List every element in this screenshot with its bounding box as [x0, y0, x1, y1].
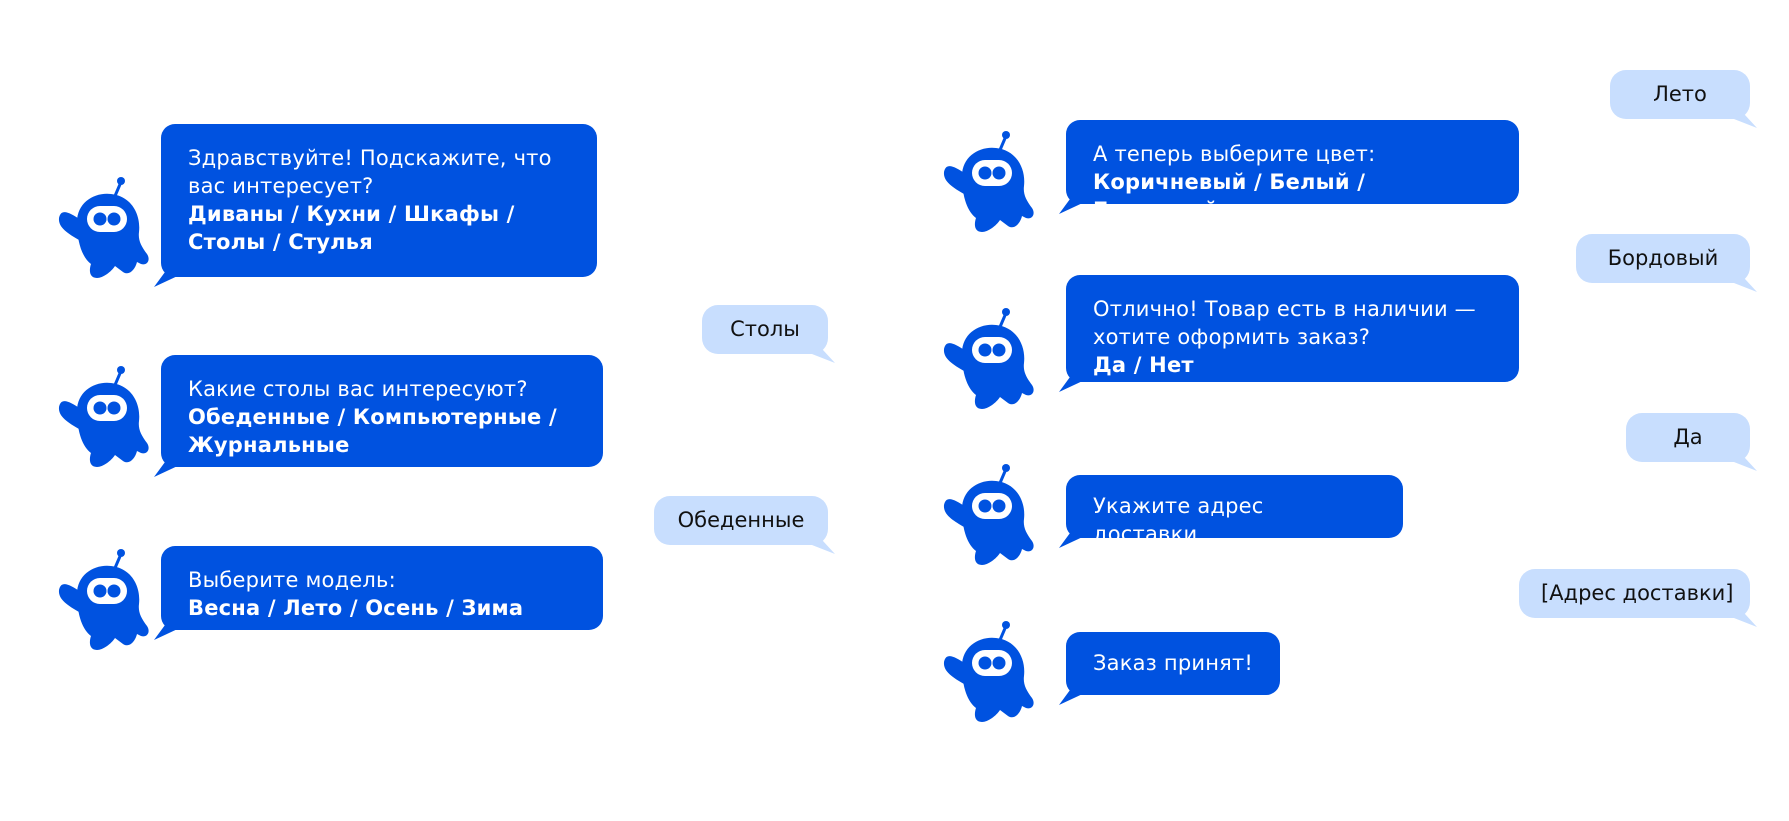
- bot-question: Заказ принят!: [1093, 651, 1254, 675]
- bot-message-5: Отлично! Товар есть в наличии — хотите о…: [1066, 275, 1519, 382]
- robot-mascot-icon: [55, 546, 155, 656]
- robot-mascot-icon: [940, 461, 1040, 571]
- user-reply-1: Столы: [702, 305, 828, 354]
- bot-message-6: Укажите адрес доставки.: [1066, 475, 1403, 546]
- bot-options[interactable]: Да / Нет: [1093, 353, 1194, 377]
- bot-question: А теперь выберите цвет:: [1093, 142, 1376, 166]
- user-reply-5: Да: [1626, 413, 1750, 462]
- robot-mascot-icon: [55, 363, 155, 473]
- user-reply-3: Лето: [1610, 70, 1750, 119]
- bot-question: Какие столы вас интересуют?: [188, 377, 528, 401]
- user-reply-4: Бордовый: [1576, 234, 1750, 283]
- bot-message-2: Какие столы вас интересуют? Обеденные / …: [161, 355, 603, 467]
- bot-question: Здравствуйте! Подскажите, что вас интере…: [188, 146, 552, 198]
- user-reply-2: Обеденные: [654, 496, 828, 545]
- robot-mascot-icon: [940, 618, 1040, 728]
- bot-options[interactable]: Обеденные / Компьютерные / Журнальные: [188, 405, 557, 457]
- bot-question: Укажите адрес доставки.: [1093, 494, 1264, 546]
- bot-message-3: Выберите модель: Весна / Лето / Осень / …: [161, 546, 603, 630]
- bot-options[interactable]: Весна / Лето / Осень / Зима: [188, 596, 524, 620]
- robot-mascot-icon: [940, 305, 1040, 415]
- bot-question: Выберите модель:: [188, 568, 396, 592]
- bot-options[interactable]: Диваны / Кухни / Шкафы / Столы / Стулья: [188, 202, 515, 254]
- bot-question: Отлично! Товар есть в наличии — хотите о…: [1093, 297, 1476, 349]
- bot-message-7: Заказ принят!: [1066, 632, 1280, 695]
- robot-mascot-icon: [55, 174, 155, 284]
- bot-options[interactable]: Коричневый / Белый / Бордовый: [1093, 170, 1366, 222]
- bot-message-1: Здравствуйте! Подскажите, что вас интере…: [161, 124, 597, 277]
- user-reply-6: [Адрес доставки]: [1519, 569, 1750, 618]
- robot-mascot-icon: [940, 128, 1040, 238]
- bot-message-4: А теперь выберите цвет: Коричневый / Бел…: [1066, 120, 1519, 222]
